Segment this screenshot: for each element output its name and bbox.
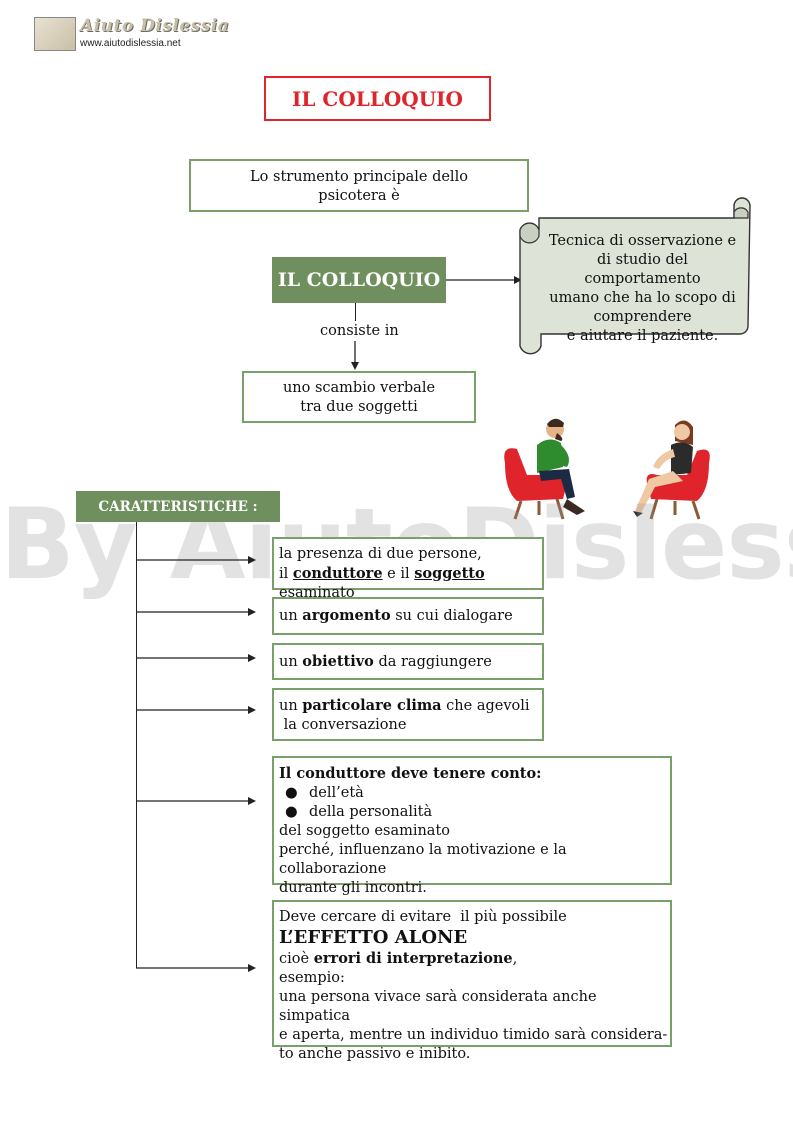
exchange-line-2: tra due soggetti: [300, 399, 418, 415]
scroll-line-1: Tecnica di osservazione e: [548, 233, 737, 249]
intro-line-2: psicotera è: [318, 188, 400, 204]
item4-line-2: la conversazione: [279, 717, 407, 733]
item5-line-6: durante gli incontri.: [279, 880, 427, 896]
exchange-line-1: uno scambio verbale: [282, 380, 436, 396]
arrow-to-exchange: [351, 341, 359, 370]
characteristic-item-1: la presenza di due persone, il conduttor…: [272, 537, 544, 601]
branch-arrow-4: [136, 706, 256, 714]
intro-box: Lo strumento principale dello psicotera …: [189, 159, 529, 212]
center-node-label: IL COLLOQUIO: [277, 269, 441, 291]
logo-url: www.aiutodislessia.net: [80, 38, 181, 49]
logo-title: Aiuto Dislessia: [80, 16, 230, 36]
exchange-box: uno scambio verbale tra due soggetti: [242, 371, 476, 423]
characteristic-item-5: Il conduttore deve tenere conto: ●dell’e…: [272, 756, 672, 896]
item1-line-1: la presenza di due persone,: [279, 546, 482, 562]
branch-arrow-6: [136, 964, 256, 972]
logo-book-icon: [34, 17, 76, 51]
branch-arrow-5: [136, 797, 256, 805]
item5-heading: Il conduttore deve tenere conto:: [279, 765, 542, 782]
item4-line-1: un particolare clima che agevoli: [279, 697, 530, 714]
scroll-line-5: e aiutare il paziente.: [566, 328, 719, 344]
scroll-line-4: comprendere: [593, 309, 692, 325]
characteristics-label: CARATTERISTICHE :: [76, 491, 280, 522]
right-armchair: [646, 449, 710, 520]
item5-line-4: del soggetto esaminato: [279, 823, 451, 839]
item6-line-2: L’EFFETTO ALONE: [279, 927, 468, 948]
characteristics-spine: [136, 522, 138, 968]
branch-arrow-3: [136, 654, 256, 662]
conversation-illustration: [504, 418, 710, 520]
connector-line-top: [355, 303, 357, 321]
scroll-note-shape: [519, 197, 751, 355]
characteristic-item-3: un obiettivo da raggiungere: [272, 643, 544, 680]
scroll-note-text: Tecnica di osservazione e di studio del …: [540, 232, 745, 346]
item6-line-1: Deve cercare di evitare il più possibile: [279, 909, 567, 925]
scroll-line-3: umano che ha lo scopo di: [549, 290, 736, 306]
scroll-line-2: di studio del comportamento: [584, 252, 701, 287]
page-title: IL COLLOQUIO: [264, 76, 491, 121]
center-node: IL COLLOQUIO: [272, 257, 446, 303]
item5-bullet-2: ●della personalità: [285, 804, 433, 820]
left-armchair: [504, 448, 568, 520]
item6-line-6: e aperta, mentre un individuo timido sar…: [279, 1027, 668, 1043]
characteristic-item-6: Deve cercare di evitare il più possibile…: [272, 900, 672, 1062]
item6-line-3: cioè errori di interpretazione,: [279, 950, 518, 967]
man-figure: [537, 418, 585, 515]
item6-line-4: esempio:: [279, 970, 345, 986]
item5-line-5: perché, influenzano la motivazione e la …: [279, 842, 567, 877]
woman-figure: [633, 420, 693, 517]
characteristics-label-text: CARATTERISTICHE :: [98, 498, 258, 515]
branch-arrow-2: [136, 608, 256, 616]
item5-bullet-1: ●dell’età: [285, 785, 364, 801]
item6-line-7: to anche passivo e inibito.: [279, 1046, 471, 1062]
item6-line-5: una persona vivace sarà considerata anch…: [279, 989, 597, 1024]
connector-label: consiste in: [320, 323, 399, 339]
intro-line-1: Lo strumento principale dello: [250, 169, 468, 185]
branch-arrow-1: [136, 556, 256, 564]
characteristic-item-2: un argomento su cui dialogare: [272, 597, 544, 635]
characteristic-item-4: un particolare clima che agevoli la conv…: [272, 688, 544, 741]
arrow-to-scroll: [446, 276, 522, 284]
